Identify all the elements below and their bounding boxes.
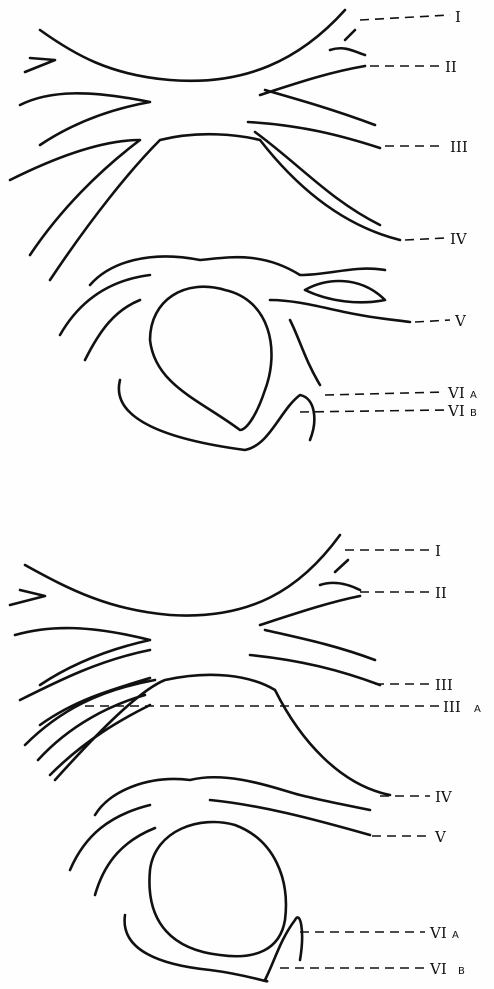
label-top-VIB: VI — [447, 402, 465, 420]
arch-I-left-fork — [25, 58, 55, 72]
label-top-III: III — [450, 138, 468, 156]
labels-top: I II III IV V VI A VI B — [300, 8, 477, 420]
arch2-VIA-loop — [149, 822, 285, 956]
label-bottom-I: I — [435, 542, 441, 560]
label-bottom-VIA-suffix: A — [452, 930, 459, 941]
label-bottom-III: III — [435, 676, 453, 694]
label-bottom-IIIA-suffix: A — [474, 704, 481, 715]
arch-II-upper-fork — [330, 48, 365, 55]
label-bottom-IIIA: III — [443, 698, 461, 716]
arch2-VIB-outer-loop — [125, 915, 302, 981]
arch2-I-upper-curve — [25, 535, 340, 616]
label-top-VIA: VI — [447, 384, 465, 402]
arch-V-lower-branch — [270, 300, 410, 322]
arch-VIA-loop — [150, 287, 272, 430]
arch2-II-left-lobe — [15, 628, 150, 685]
arch-II-upper-notch — [345, 30, 355, 40]
label-bottom-VIB: VI — [429, 960, 447, 978]
arch2-II-fork — [320, 583, 360, 590]
arch2-I-left-fork — [10, 590, 45, 605]
label-top-VIA-suffix: A — [470, 390, 477, 401]
arch2-IIIA-stack — [25, 678, 155, 775]
label-bottom-II: II — [435, 584, 447, 602]
label-top-IV: IV — [450, 230, 468, 248]
arch-VIA-strut — [290, 320, 320, 385]
leader-top-IV — [405, 238, 445, 240]
label-bottom-VIA: VI — [429, 924, 447, 942]
label-bottom-V: V — [434, 828, 447, 846]
label-top-II: II — [445, 58, 457, 76]
arch-I-upper-curve — [40, 10, 345, 81]
arch2-III-left — [20, 650, 150, 700]
leader-top-VIA — [325, 392, 445, 395]
arch-III-right — [248, 122, 380, 225]
arch2-II-notch — [335, 560, 348, 572]
arch2-II-right-lobe — [260, 596, 375, 660]
arch-III-left — [10, 140, 140, 255]
label-top-I: I — [455, 8, 461, 26]
labels-bottom: I II III III A IV V VI A VI B — [85, 542, 481, 978]
label-bottom-IV: IV — [435, 788, 453, 806]
leader-top-I — [360, 15, 450, 20]
label-top-V: V — [454, 312, 467, 330]
label-bottom-VIB-suffix: B — [458, 966, 465, 977]
diagram-top — [10, 10, 410, 450]
arch-V-left-limb — [60, 275, 150, 360]
arch2-V-left-limb — [70, 805, 155, 895]
arch2-III-right — [250, 655, 380, 685]
arch-II-left-lobe — [20, 93, 150, 145]
label-top-VIB-suffix: B — [470, 408, 477, 419]
leader-top-V — [415, 320, 450, 322]
arch-II-right-lobe — [260, 66, 375, 125]
arch-V-oval — [305, 281, 385, 302]
diagram-bottom — [10, 535, 390, 981]
leader-top-VIB — [300, 410, 445, 412]
